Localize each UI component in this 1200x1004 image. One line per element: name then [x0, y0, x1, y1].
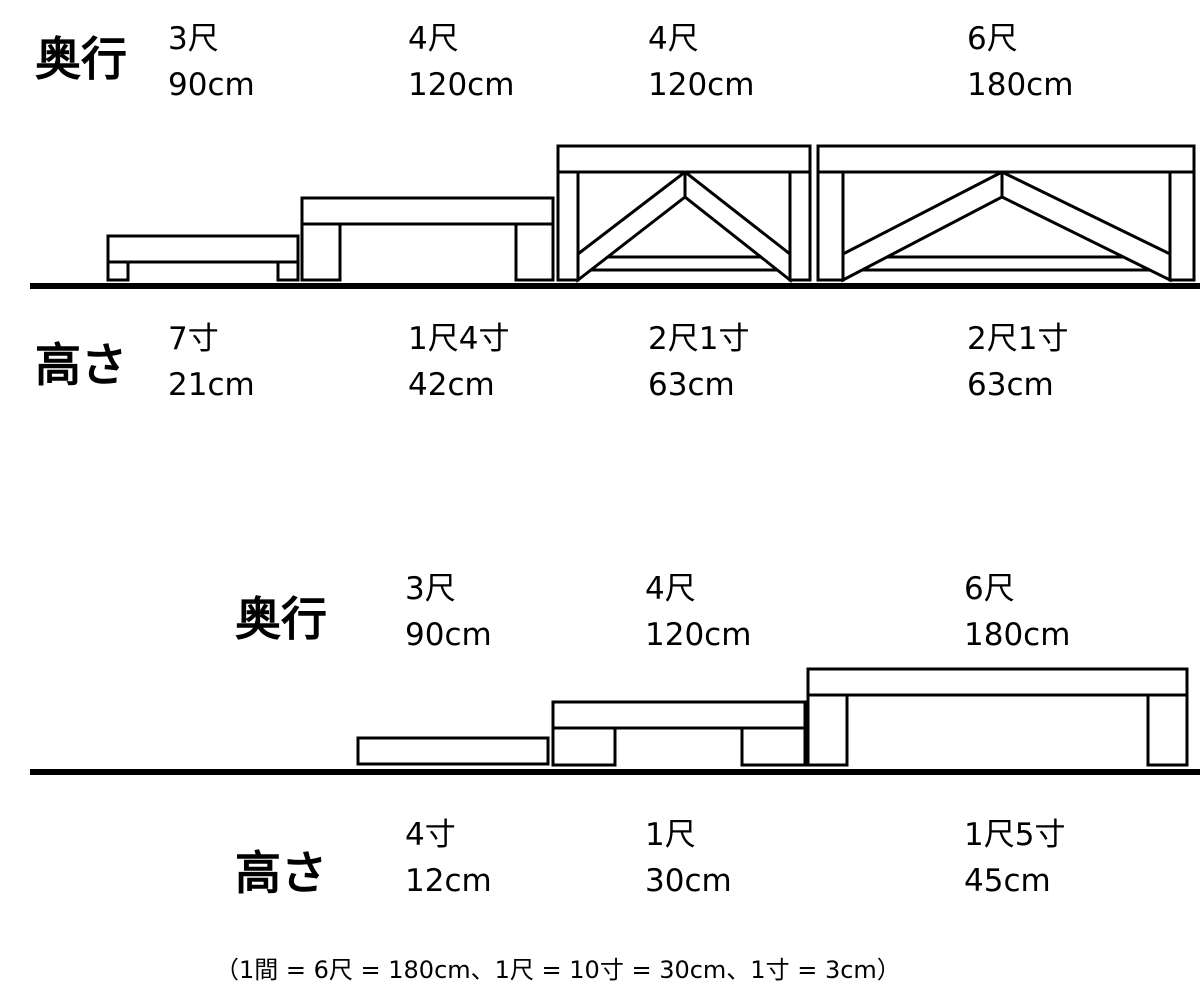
shaku: 4尺 — [648, 21, 699, 57]
top-stage-2 — [300, 196, 555, 282]
top-height-label-4: 2尺1寸 63cm — [967, 316, 1068, 408]
bottom-ground-line — [30, 769, 1200, 775]
cm: 12cm — [405, 863, 492, 899]
cm: 120cm — [408, 67, 515, 103]
top-stage-4 — [816, 144, 1196, 283]
bottom-height-label-2: 1尺 30cm — [645, 812, 732, 904]
cm: 120cm — [645, 617, 752, 653]
cm: 90cm — [405, 617, 492, 653]
shaku: 3尺 — [405, 571, 456, 607]
top-height-label-1: 7寸 21cm — [168, 316, 255, 408]
shaku: 2尺1寸 — [648, 321, 750, 357]
top-height-heading: 高さ — [35, 338, 127, 392]
top-ground-line — [30, 283, 1200, 289]
bottom-depth-label-2: 4尺 120cm — [645, 566, 751, 658]
bottom-stage-1 — [356, 736, 550, 766]
cm: 45cm — [964, 863, 1051, 899]
top-height-label-3: 2尺1寸 63cm — [648, 316, 749, 408]
shaku: 6尺 — [967, 21, 1018, 57]
bottom-stage-3 — [806, 667, 1189, 767]
unit-conversion-note: （1間 = 6尺 = 180cm、1尺 = 10寸 = 30cm、1寸 = 3c… — [215, 956, 901, 984]
top-height-label-2: 1尺4寸 42cm — [408, 316, 509, 408]
shaku: 6尺 — [964, 571, 1015, 607]
bottom-stage-2 — [551, 700, 807, 767]
shaku: 4寸 — [405, 817, 456, 853]
top-depth-label-2: 4尺 120cm — [408, 16, 514, 108]
bottom-depth-label-1: 3尺 90cm — [405, 566, 492, 658]
cm: 63cm — [648, 367, 735, 403]
cm: 180cm — [964, 617, 1071, 653]
shaku: 1尺4寸 — [408, 321, 510, 357]
cm: 63cm — [967, 367, 1054, 403]
top-stage-1 — [106, 234, 300, 282]
cm: 21cm — [168, 367, 255, 403]
bottom-depth-label-3: 6尺 180cm — [964, 566, 1070, 658]
shaku: 4尺 — [408, 21, 459, 57]
shaku: 3尺 — [168, 21, 219, 57]
shaku: 1尺5寸 — [964, 817, 1066, 853]
top-depth-label-1: 3尺 90cm — [168, 16, 255, 108]
bottom-height-label-3: 1尺5寸 45cm — [964, 812, 1065, 904]
cm: 90cm — [168, 67, 255, 103]
shaku: 4尺 — [645, 571, 696, 607]
cm: 120cm — [648, 67, 755, 103]
bottom-height-heading: 高さ — [235, 846, 327, 900]
top-depth-label-4: 6尺 180cm — [967, 16, 1073, 108]
shaku: 1尺 — [645, 817, 696, 853]
top-depth-label-3: 4尺 120cm — [648, 16, 754, 108]
bottom-height-label-1: 4寸 12cm — [405, 812, 492, 904]
top-stage-3 — [556, 144, 812, 284]
shaku: 7寸 — [168, 321, 219, 357]
bottom-depth-heading: 奥行 — [235, 592, 327, 646]
cm: 42cm — [408, 367, 495, 403]
shaku: 2尺1寸 — [967, 321, 1069, 357]
top-depth-heading: 奥行 — [35, 32, 127, 86]
cm: 180cm — [967, 67, 1074, 103]
cm: 30cm — [645, 863, 732, 899]
